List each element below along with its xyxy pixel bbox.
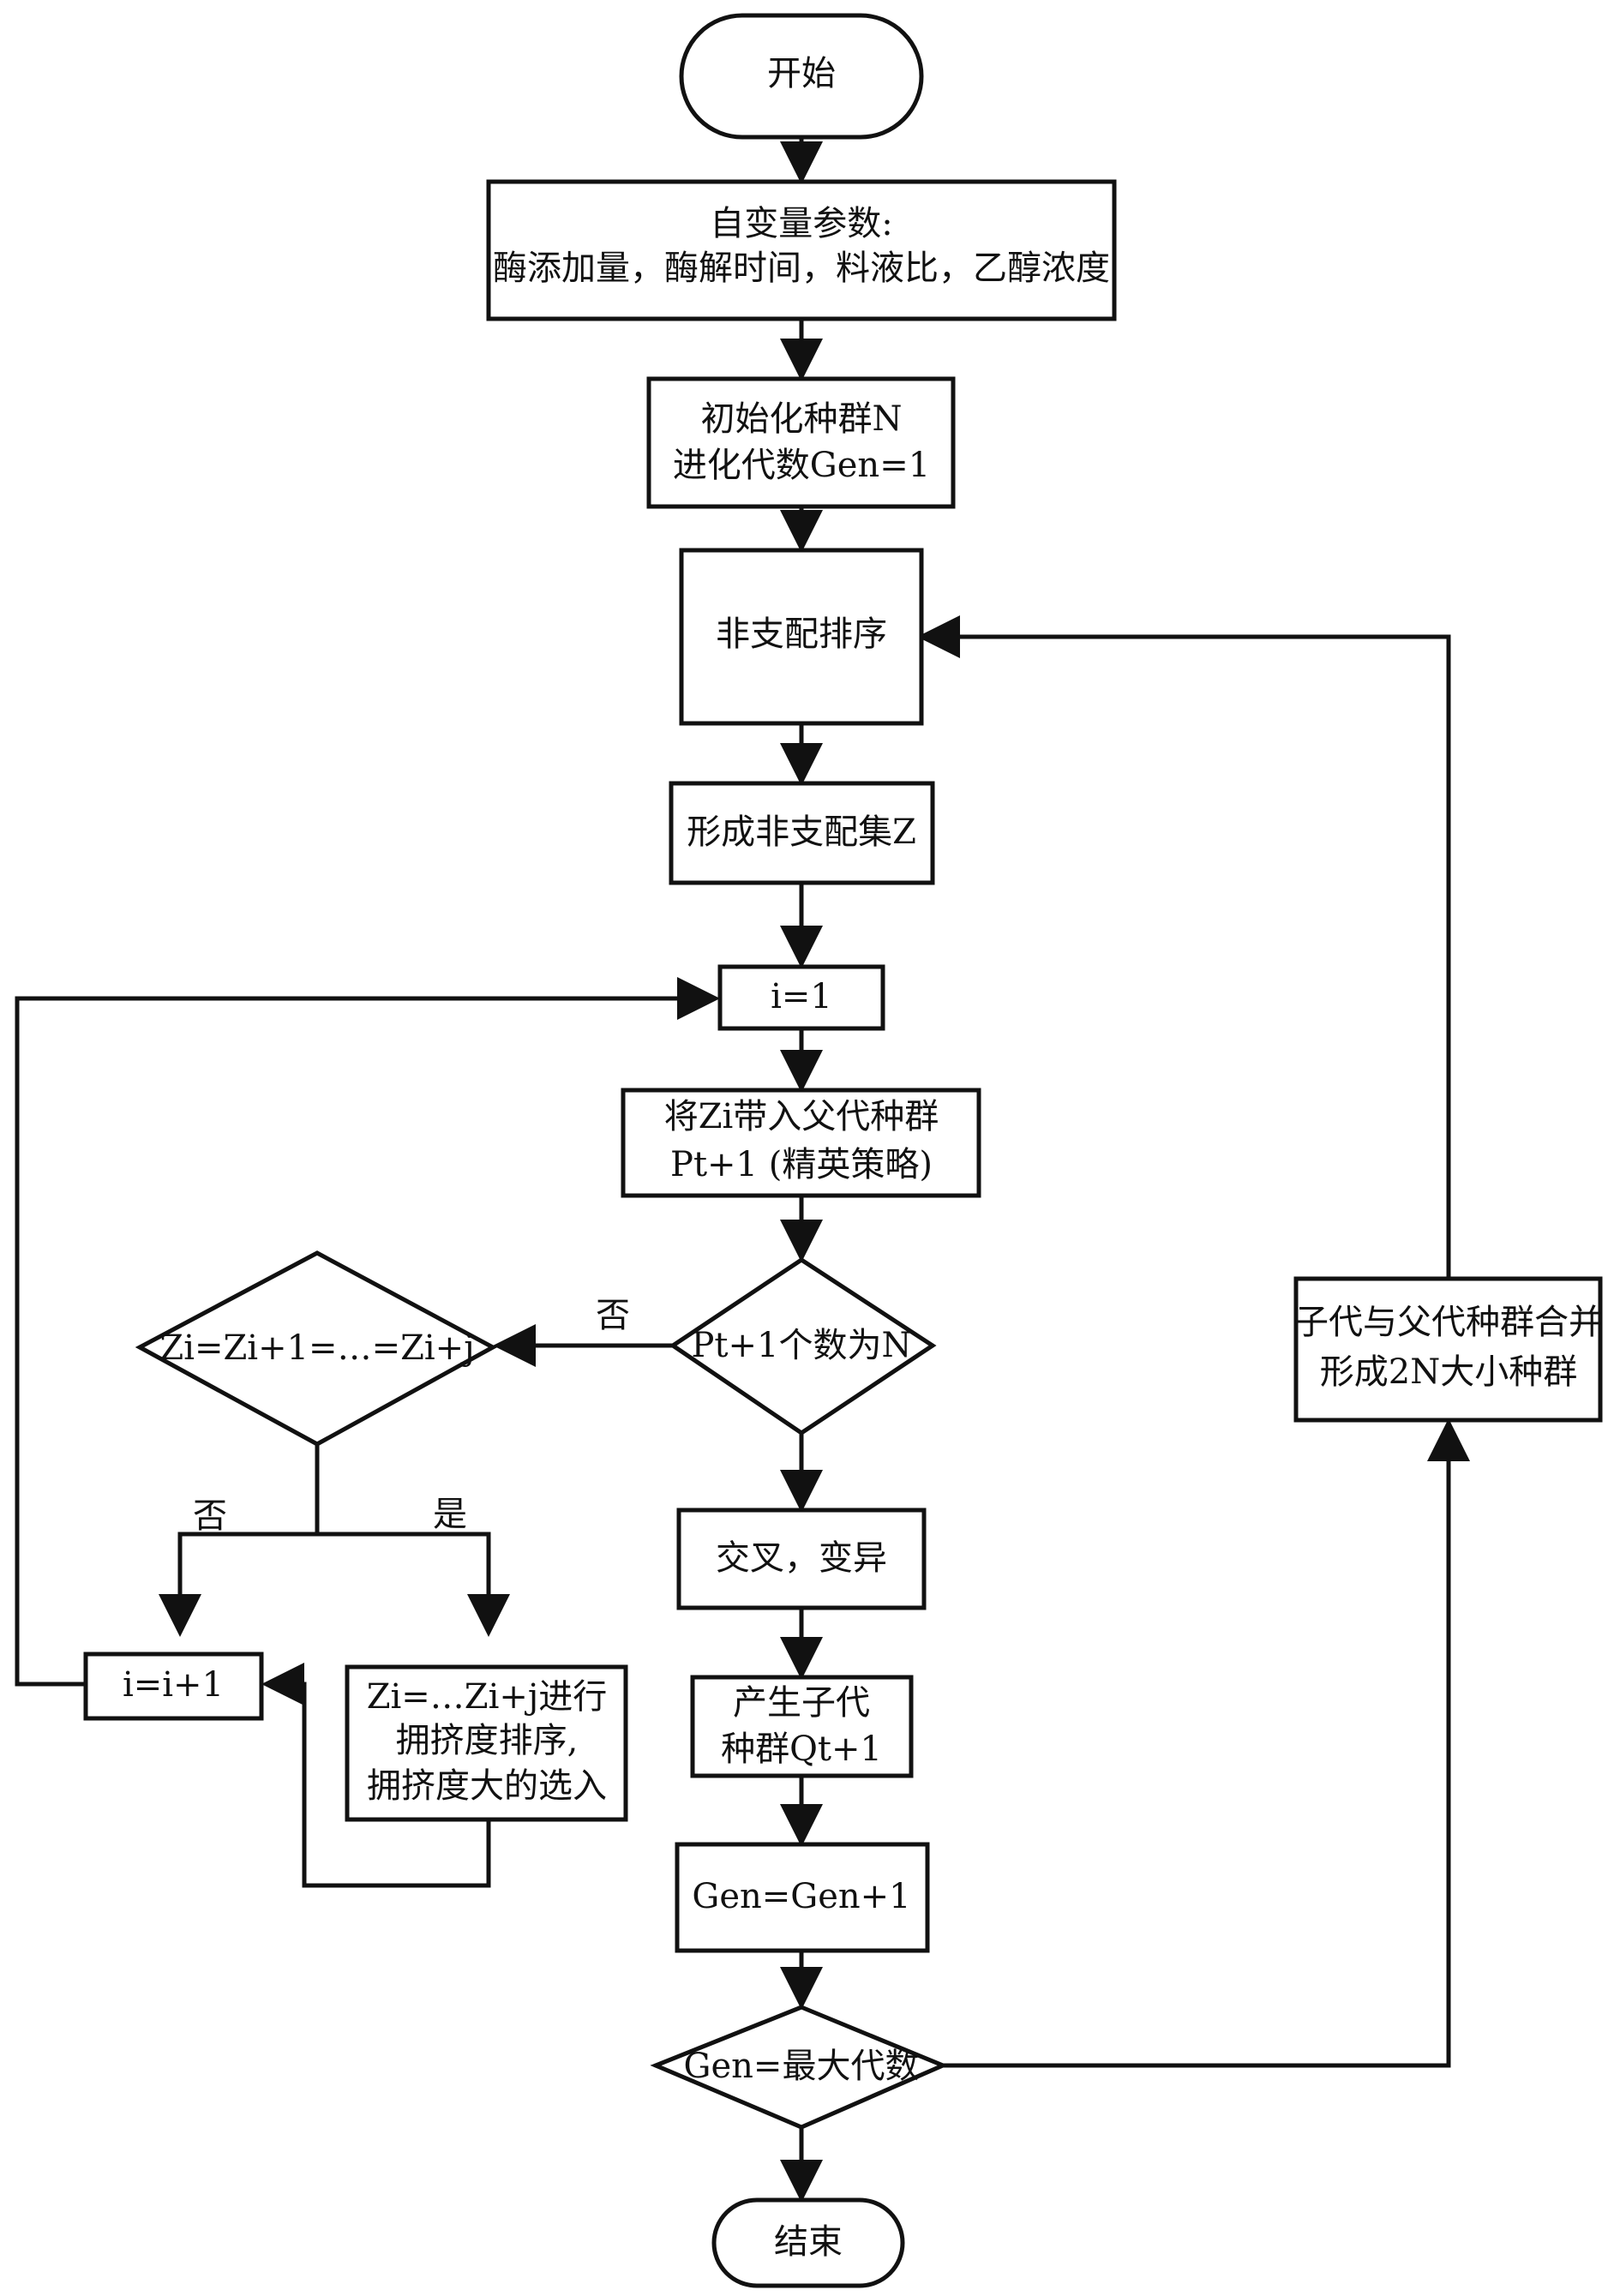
elite-label-2: Pt+1 (精英策略) [670,1145,933,1184]
end-label: 结束 [774,2222,843,2262]
arrow-iinc-to-i1 [15,977,720,1687]
params-label-1: 自变量参数: [710,204,892,243]
merge-label-2: 形成2N大小种群 [1320,1352,1577,1392]
merge-label-1: 子代与父代种群合并 [1294,1303,1603,1342]
max-check-label: Gen=最大代数 [684,2047,920,2086]
equal-yes-label: 是 [433,1495,467,1534]
node-gen-inc: Gen=Gen+1 [675,1842,930,1953]
node-i-inc: i=i+1 [83,1652,264,1721]
gen-inc-label: Gen=Gen+1 [692,1877,910,1916]
count-check-label: Pt+1个数为N [692,1326,912,1365]
arrow-merge-to-sort [917,615,1451,1277]
crowd-label-3: 拥挤度大的选入 [367,1766,607,1806]
node-nds-sort: 非支配排序 [679,548,924,726]
form-set-label: 形成非支配集Z [687,812,916,852]
node-equal-check: Zi=Zi+1=…=Zi+j [135,1250,498,1447]
node-form-set: 形成非支配集Z [669,781,935,885]
node-crossover: 交叉，变异 [676,1508,927,1610]
node-init: 初始化种群N 进化代数Gen=1 [646,376,956,509]
arrow-equal-yes-to-crowd [317,1532,510,1637]
equal-no-label: 否 [193,1496,227,1536]
node-crowd: Zi=…Zi+j进行 拥挤度排序, 拥挤度大的选入 [345,1664,628,1822]
crossover-label: 交叉，变异 [716,1538,887,1578]
crowd-label-2: 拥挤度排序, [396,1721,579,1760]
offspring-label-2: 种群Qt+1 [721,1729,882,1769]
arrow-equal-no-to-iinc [159,1532,317,1637]
arrow-max-to-merge [943,1418,1470,2068]
node-start: 开始 [679,13,924,140]
elite-label-1: 将Zi带入父代种群 [664,1097,939,1136]
params-label-2: 酶添加量，酶解时间，料液比，乙醇浓度 [493,249,1110,288]
node-count-check: Pt+1个数为N [669,1257,937,1436]
equal-check-label: Zi=Zi+1=…=Zi+j [159,1328,474,1368]
init-label-1: 初始化种群N [701,399,903,439]
i-inc-label: i=i+1 [123,1665,224,1705]
start-label: 开始 [767,54,836,93]
node-end: 结束 [711,2197,905,2288]
node-offspring: 产生子代 种群Qt+1 [690,1675,914,1778]
node-max-check: Gen=最大代数 [650,2005,949,2130]
connectors [15,137,1470,2203]
arrow-crowd-to-iinc [261,1663,491,1888]
node-elite: 将Zi带入父代种群 Pt+1 (精英策略) [621,1088,981,1198]
init-label-2: 进化代数Gen=1 [673,446,930,485]
i-eq-1-label: i=1 [771,977,832,1016]
offspring-label-1: 产生子代 [733,1683,870,1723]
crowd-label-1: Zi=…Zi+j进行 [367,1677,608,1717]
node-i-eq-1: i=1 [717,964,885,1031]
node-merge: 子代与父代种群合并 形成2N大小种群 [1293,1276,1603,1423]
count-no-label: 否 [596,1296,630,1335]
node-params: 自变量参数: 酶添加量，酶解时间，料液比，乙醇浓度 [486,179,1117,321]
nds-sort-label: 非支配排序 [716,614,887,654]
